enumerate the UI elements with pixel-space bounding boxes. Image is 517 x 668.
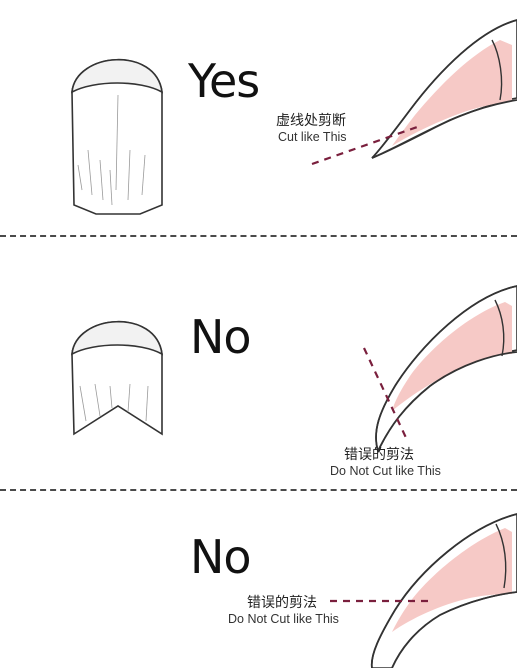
panel-wrong-cut-angle: No 错误的剪法 Do Not Cut like This — [0, 236, 517, 488]
panel-1-illustration — [71, 19, 517, 215]
claw-illustration-correct — [371, 19, 517, 159]
label-cn-wrong-cut-1: 错误的剪法 — [344, 447, 414, 463]
claw-illustration-wrong-2 — [370, 513, 517, 668]
dashed-divider — [0, 235, 517, 237]
dashed-divider — [0, 489, 517, 491]
nail-cross-section-wrong-v — [71, 320, 163, 436]
panel-correct-cut: Yes 虚线处剪断 Cut like This — [0, 0, 517, 234]
cut-line-wrong-1 — [363, 347, 409, 443]
nail-cross-section-correct — [71, 58, 163, 215]
label-cn-wrong-cut-2: 错误的剪法 — [247, 595, 317, 611]
label-en-do-not-cut-2: Do Not Cut like This — [228, 612, 339, 626]
cut-line-correct — [311, 124, 421, 166]
verdict-no-2: No — [190, 530, 252, 584]
label-en-do-not-cut-1: Do Not Cut like This — [330, 464, 441, 478]
label-en-cut-like-this: Cut like This — [278, 130, 347, 144]
verdict-no-1: No — [190, 310, 252, 364]
claw-illustration-wrong-1 — [375, 285, 517, 454]
panel-3-illustration — [330, 513, 517, 668]
label-cn-cut-here: 虚线处剪断 — [276, 113, 346, 129]
verdict-yes: Yes — [188, 54, 260, 108]
panel-wrong-cut-quick: No 错误的剪法 Do Not Cut like This — [0, 490, 517, 668]
panel-2-illustration — [71, 285, 517, 454]
